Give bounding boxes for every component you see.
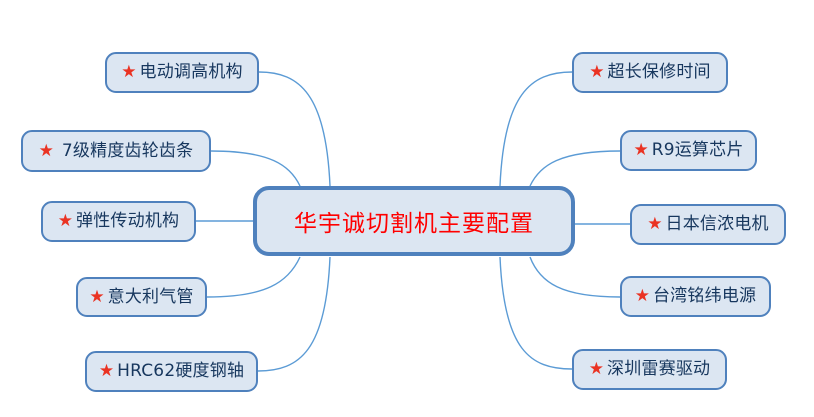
connector-hrc62-ying-du-gang-zhou bbox=[257, 256, 331, 372]
star-icon: ★ bbox=[588, 359, 605, 379]
connector-qi-ji-jing-du-chi-lun-chi-tiao bbox=[210, 150, 301, 187]
connector-tai-wan-ming-wei-dian-yuan bbox=[529, 256, 621, 298]
star-icon: ★ bbox=[633, 140, 649, 160]
branch-node-tai-wan-ming-wei-dian-yuan[interactable]: ★台湾铭纬电源 bbox=[620, 276, 771, 317]
connector-shen-zhen-lei-sai-qu-dong bbox=[499, 256, 573, 370]
star-icon: ★ bbox=[589, 62, 605, 82]
branch-node-tan-xing-chuan-dong-ji-gou[interactable]: ★弹性传动机构 bbox=[41, 201, 196, 242]
star-icon: ★ bbox=[121, 62, 137, 82]
star-icon: ★ bbox=[38, 140, 54, 161]
branch-node-hrc62-ying-du-gang-zhou[interactable]: ★HRC62硬度钢轴 bbox=[85, 351, 258, 392]
branch-node-label: 超长保修时间 bbox=[607, 62, 711, 82]
branch-node-label: 弹性传动机构 bbox=[76, 211, 180, 231]
branch-node-label: HRC62硬度钢轴 bbox=[117, 361, 245, 381]
connector-dian-dong-tiao-gao-ji-gou bbox=[258, 71, 331, 187]
branch-node-label: 意大利气管 bbox=[107, 286, 194, 307]
branch-node-shen-zhen-lei-sai-qu-dong[interactable]: ★深圳雷赛驱动 bbox=[572, 349, 727, 390]
branch-node-label: 深圳雷赛驱动 bbox=[607, 359, 711, 379]
branch-node-r9-yun-suan-xin-pian[interactable]: ★R9运算芯片 bbox=[620, 130, 757, 171]
branch-node-dian-dong-tiao-gao-ji-gou[interactable]: ★电动调高机构 bbox=[105, 52, 259, 93]
star-icon: ★ bbox=[57, 211, 74, 231]
connector-chao-chang-bao-xiu-shi-jian bbox=[499, 71, 573, 187]
branch-node-label: 7级精度齿轮齿条 bbox=[61, 140, 194, 161]
branch-node-label: 电动调高机构 bbox=[139, 62, 243, 82]
branch-node-label: 日本信浓电机 bbox=[665, 214, 769, 234]
branch-node-chao-chang-bao-xiu-shi-jian[interactable]: ★超长保修时间 bbox=[572, 52, 728, 93]
branch-node-label: R9运算芯片 bbox=[651, 140, 744, 160]
connector-yi-da-li-qi-guan bbox=[206, 256, 301, 298]
star-icon: ★ bbox=[647, 214, 663, 234]
center-node-label: 华宇诚切割机主要配置 bbox=[294, 211, 534, 237]
branch-node-ri-ben-xin-nong-dian-ji[interactable]: ★日本信浓电机 bbox=[630, 204, 786, 245]
star-icon: ★ bbox=[98, 361, 115, 381]
branch-node-yi-da-li-qi-guan[interactable]: ★意大利气管 bbox=[76, 277, 207, 317]
branch-node-qi-ji-jing-du-chi-lun-chi-tiao[interactable]: ★ 7级精度齿轮齿条 bbox=[21, 130, 211, 172]
center-node[interactable]: 华宇诚切割机主要配置 bbox=[253, 186, 575, 256]
branch-node-label: 台湾铭纬电源 bbox=[653, 286, 757, 306]
star-icon: ★ bbox=[89, 286, 105, 307]
connector-r9-yun-suan-xin-pian bbox=[529, 150, 621, 187]
star-icon: ★ bbox=[634, 286, 651, 306]
